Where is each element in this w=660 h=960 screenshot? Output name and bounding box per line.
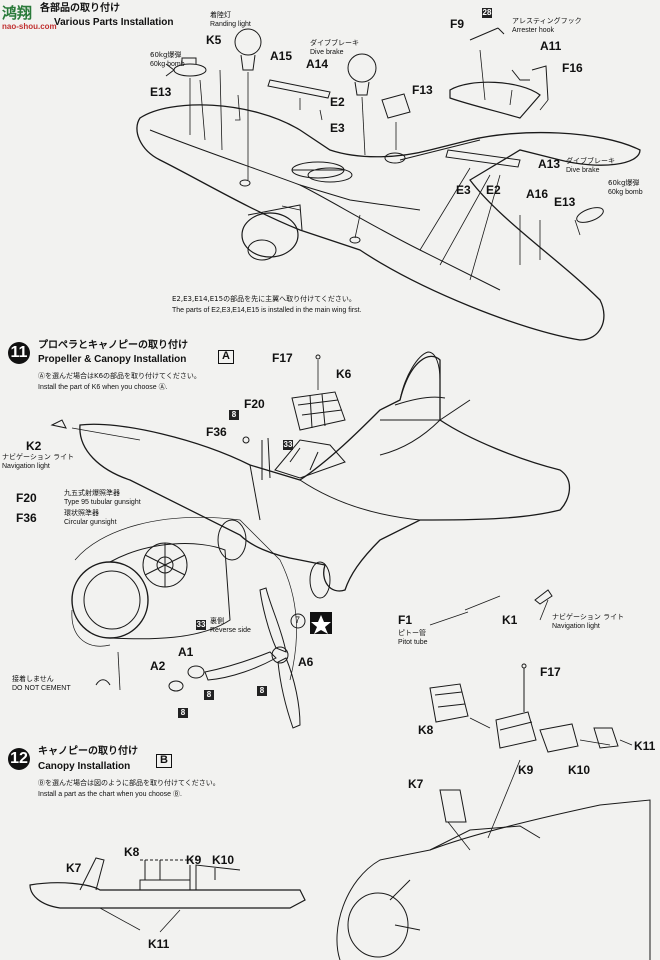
part-K9: K9 [518, 763, 534, 777]
step-number-11: 11 [8, 342, 30, 364]
part-A11: A11 [540, 39, 562, 53]
part-F36: F36 [206, 425, 227, 439]
section11-note-en: Install the part of K6 when you choose Ⓐ… [38, 384, 168, 391]
part-E3-right: E3 [456, 183, 471, 197]
part-A15: A15 [270, 49, 293, 63]
part-A6: A6 [298, 655, 314, 669]
circular-gunsight-jp: 環状照準器 [64, 509, 99, 517]
step-tag-33-b: 33 [196, 620, 206, 630]
dive-brake2-en: Dive brake [566, 167, 600, 174]
nav-light2-jp: ナビゲーション ライト [552, 613, 625, 621]
section11-title-jp: プロペラとキャノピーの取り付け [38, 340, 188, 351]
arrester-hook-jp: アレスティングフック [512, 17, 582, 25]
part-K11: K11 [634, 739, 656, 753]
part-F36-label: F36 [16, 511, 37, 525]
bomb2-jp: 60kg爆弾 [608, 179, 640, 187]
section12-note-jp: Ⓑを選んだ場合は図のように部品を取り付けてください。 [38, 779, 220, 787]
plane-assembly-diagram [50, 351, 571, 729]
part-A16: A16 [526, 187, 549, 201]
side-part-K8: K8 [124, 845, 140, 859]
landing-light-en: Randing light [210, 21, 251, 28]
no-cement-jp: 接着しません [12, 675, 54, 683]
no-cement-en: DO NOT CEMENT [12, 685, 71, 692]
gunsight95-en: Type 95 tubular gunsight [64, 499, 141, 506]
part-F9: F9 [450, 17, 465, 31]
step-tag-33-a: 33 [283, 440, 293, 450]
section10-note-jp: E2,E3,E14,E15の部品を先に主翼へ取り付けてください。 [172, 295, 356, 303]
dive-brake2-jp: ダイブブレーキ [566, 157, 615, 165]
reverse-side-jp: 裏側 [210, 617, 224, 625]
part-K6: K6 [336, 367, 352, 381]
section10-title-en: Various Parts Installation [54, 17, 174, 28]
part-K7: K7 [408, 777, 424, 791]
part-K5: K5 [206, 33, 222, 47]
part-F13: F13 [412, 83, 433, 97]
part-K10: K10 [568, 763, 591, 777]
nav-light-en: Navigation light [2, 463, 50, 470]
section10-note-en: The parts of E2,E3,E14,E15 is installed … [172, 307, 362, 314]
option-b-badge: B [156, 754, 172, 768]
reverse-side-en: Reverse side [210, 627, 251, 634]
part-A14: A14 [306, 57, 329, 71]
dive-brake-en: Dive brake [310, 49, 344, 56]
watermark-site: nao-shou.com [2, 22, 57, 31]
bomb2-en: 60kg bomb [608, 189, 643, 196]
side-part-K11: K11 [148, 937, 170, 951]
bomb-en: 60kg bomb [150, 61, 185, 68]
pitot-tube-jp: ピトー管 [398, 629, 426, 637]
part-K1: K1 [502, 613, 518, 627]
part-F1: F1 [398, 613, 413, 627]
part-E2-right: E2 [486, 183, 501, 197]
bomb-jp: 60kg爆弾 [150, 51, 182, 59]
gunsight95-jp: 九五式射爆照準器 [64, 489, 120, 497]
main-wing-diagram [136, 27, 641, 341]
part-A13: A13 [538, 157, 561, 171]
step-tag-28: 28 [482, 8, 492, 18]
part-E3-left: E3 [330, 121, 345, 135]
part-F17: F17 [272, 351, 293, 365]
part-F17-b: F17 [540, 665, 561, 679]
step-number-12: 12 [8, 748, 30, 770]
part-E13-left: E13 [150, 85, 172, 99]
part-E2-left: E2 [330, 95, 345, 109]
dive-brake-jp: ダイブブレーキ [310, 39, 359, 47]
section12-title-en: Canopy Installation [38, 761, 131, 772]
step-tag-8-c: 8 [178, 708, 188, 718]
part-K8: K8 [418, 723, 434, 737]
part-F20: F20 [244, 397, 265, 411]
step-tag-8-a: 8 [229, 410, 239, 420]
side-part-K9: K9 [186, 853, 202, 867]
part-A2: A2 [150, 659, 166, 673]
option-a-badge: A [218, 350, 234, 364]
part-A1: A1 [178, 645, 194, 659]
side-part-K10: K10 [212, 853, 235, 867]
step-tag-8-d: 8 [257, 686, 267, 696]
part-F16: F16 [562, 61, 583, 75]
part-K2: K2 [26, 439, 42, 453]
canopy-b-diagram [29, 663, 651, 960]
step-tag-8-b: 8 [204, 690, 214, 700]
section10-title-jp: 各部品の取り付け [40, 3, 120, 14]
arrester-hook-en: Arrester hook [512, 27, 555, 34]
nav-light-jp: ナビゲーション ライト [2, 453, 75, 461]
landing-light-jp: 着陸灯 [210, 11, 231, 19]
part-F20-label: F20 [16, 491, 37, 505]
section12-title-jp: キャノピーの取り付け [38, 746, 138, 757]
part-E13-right: E13 [554, 195, 576, 209]
side-part-K7: K7 [66, 861, 82, 875]
step-ref-7: 7 [295, 615, 301, 625]
watermark-logo: 鸿翔 [2, 4, 33, 22]
section12-note-en: Install a part as the chart when you cho… [38, 791, 182, 798]
circular-gunsight-en: Circular gunsight [64, 519, 117, 526]
section11-title-en: Propeller & Canopy Installation [38, 354, 187, 365]
nav-light2-en: Navigation light [552, 623, 600, 630]
pitot-tube-en: Pitot tube [398, 639, 428, 646]
section11-note-jp: Ⓐを選んだ場合はK6の部品を取り付けてください。 [38, 372, 201, 380]
